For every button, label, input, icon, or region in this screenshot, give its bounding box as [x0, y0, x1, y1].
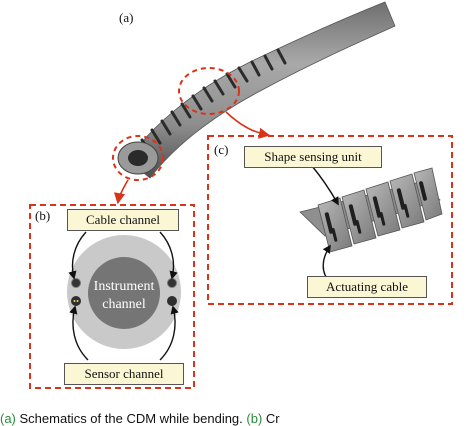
pointer-shape-sensing: [311, 165, 339, 206]
cable-channel-label: Cable channel: [67, 209, 179, 231]
pointer-cable-right: [159, 231, 178, 280]
pointer-cable-left: [68, 231, 87, 280]
caption-text-mid: Schematics of the CDM while bending.: [15, 411, 247, 426]
shape-sensing-unit-model: [299, 167, 443, 253]
cross-section: [67, 235, 181, 349]
highlight-shape-unit: [178, 67, 240, 115]
panel-label-a: (a): [119, 10, 134, 25]
arrow-to-panel-c: [225, 111, 271, 139]
cable-channel-right: [167, 278, 177, 288]
continuum-tube: [117, 1, 396, 179]
sensor-channel-label: Sensor channel: [64, 363, 184, 385]
instrument-channel-disc: [88, 257, 160, 329]
panel-b-frame: [29, 204, 195, 389]
tube-notches: [140, 48, 287, 154]
sensor-channel-right: [167, 296, 177, 306]
figure-caption: (a) Schematics of the CDM while bending.…: [0, 411, 468, 426]
actuating-cable-label: Actuating cable: [307, 276, 427, 298]
panel-label-c: (c): [214, 142, 229, 157]
pointer-sensor-right: [159, 305, 179, 361]
unit-slots: [324, 181, 427, 234]
panel-label-b: (b): [35, 208, 51, 223]
instrument-channel-line1: Instrument: [93, 279, 155, 294]
caption-text-end: Cr: [262, 411, 280, 426]
tube-lumen: [128, 150, 148, 166]
panel-c-frame: [207, 135, 453, 305]
shape-sensing-unit-label: Shape sensing unit: [244, 146, 382, 168]
highlight-cross-section: [112, 135, 164, 181]
sensor-channel-left: [71, 296, 81, 306]
instrument-channel-line2: channel: [102, 297, 146, 312]
pointer-sensor-left: [69, 305, 89, 361]
cable-channel-left: [71, 278, 81, 288]
arrow-to-panel-b: [113, 179, 129, 205]
caption-ref-a: (a): [0, 411, 16, 426]
instrument-channel-label: Instrument channel: [88, 278, 160, 314]
caption-ref-b: (b): [246, 411, 263, 426]
